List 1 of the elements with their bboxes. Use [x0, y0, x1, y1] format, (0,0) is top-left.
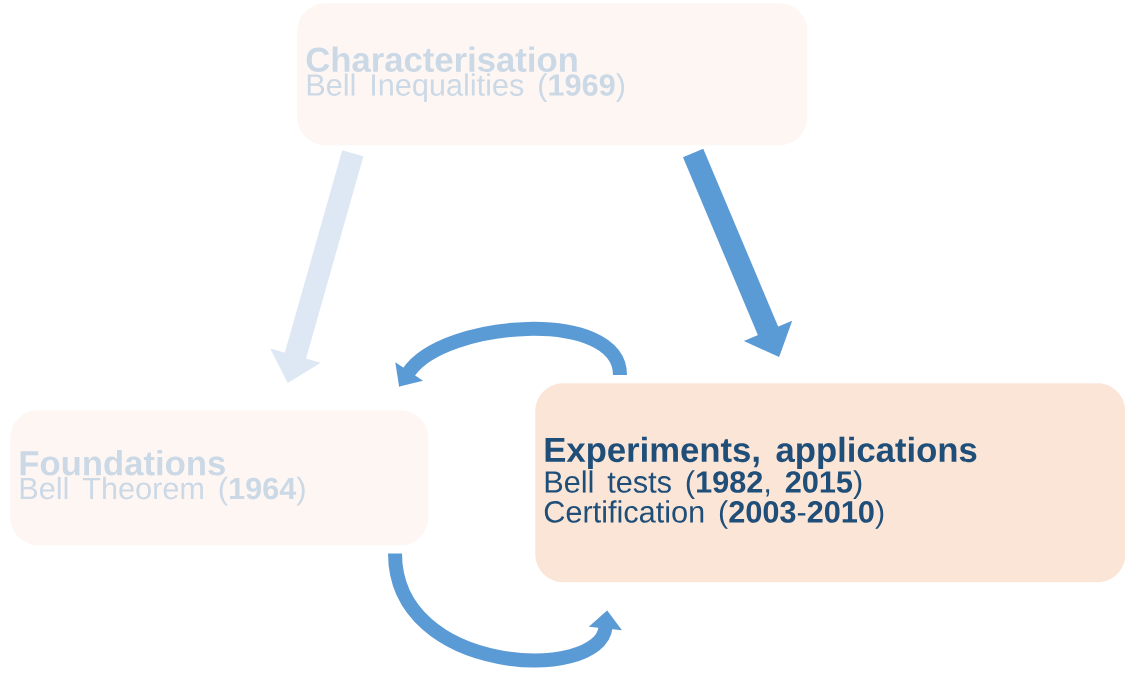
text-box: Experiments, applications Bell tests (1982, 2015) Certification (2003-2010) [535, 383, 1125, 583]
